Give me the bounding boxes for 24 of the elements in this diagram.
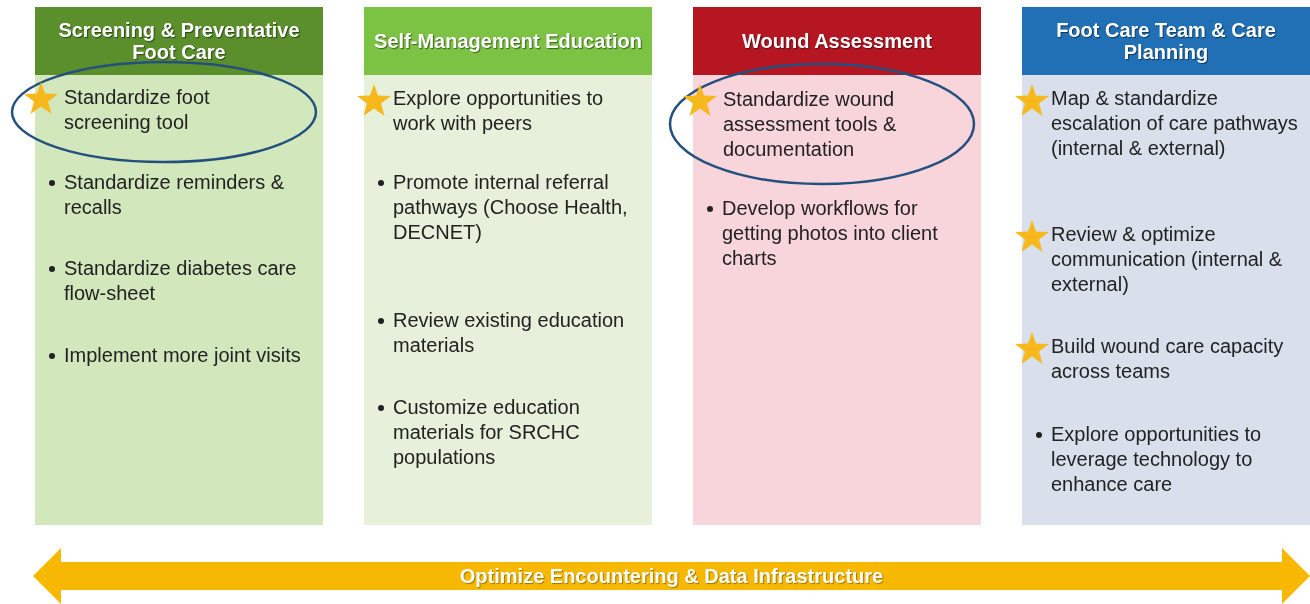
column-header: Foot Care Team & Care Planning [1022,7,1310,75]
action-item: Standardize foot screening tool [64,85,211,135]
column-header: Self-Management Education [364,7,652,75]
action-item: Explore opportunities to work with peers [393,86,605,136]
band-label: Optimize Encountering & Data Infrastructure [458,564,885,589]
action-item: Promote internal referral pathways (Choose Health, DECNET) [393,170,629,245]
column-panel [693,7,981,525]
highlight-ellipse [668,62,976,186]
action-item: Review existing education materials [393,308,626,358]
column-panel [35,7,323,525]
action-item: Standardize wound assessment tools & documentation [723,87,898,162]
highlight-ellipse [10,60,318,164]
double-arrow-band [33,548,1310,604]
action-item: Customize education materials for SRCHC populations [393,395,581,470]
action-item: Standardize diabetes care flow-sheet [64,256,298,306]
action-item: Develop workflows for getting photos into client charts [722,196,939,271]
action-item: Review & optimize communication (internal & external) [1051,222,1284,297]
action-item: Explore opportunities to leverage technology to enhance care [1051,422,1263,497]
column-header: Screening & Preventative Foot Care [35,7,323,75]
action-item: Build wound care capacity across teams [1051,334,1285,384]
action-item: Map & standardize escalation of care pathways (internal & external) [1051,86,1299,161]
column-header: Wound Assessment [693,7,981,75]
action-item: Implement more joint visits [64,343,302,368]
action-item: Standardize reminders & recalls [64,170,286,220]
